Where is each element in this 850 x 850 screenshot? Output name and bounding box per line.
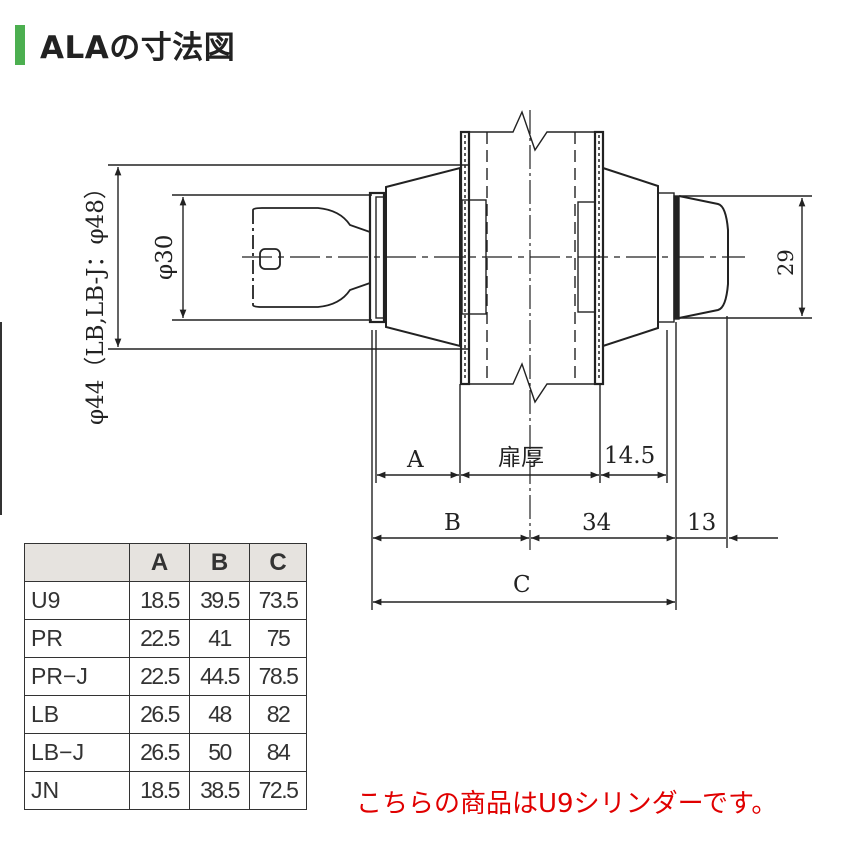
cell-c: 84 xyxy=(249,733,307,772)
page-title: ALAの寸法図 xyxy=(40,30,236,66)
cell-a: 18.5 xyxy=(129,771,190,810)
row-model: U9 xyxy=(24,581,130,620)
table-row: LB−J 26.5 50 84 xyxy=(24,733,307,772)
label-inner-diameter: φ30 xyxy=(152,235,178,280)
cell-a: 22.5 xyxy=(129,619,190,658)
table-header-c: C xyxy=(249,543,307,582)
label-dim-14-5: 14.5 xyxy=(604,443,655,469)
label-dim-b: B xyxy=(444,510,461,536)
cell-b: 48 xyxy=(189,695,250,734)
table-header-row: A B C xyxy=(24,543,307,582)
cell-a: 22.5 xyxy=(129,657,190,696)
left-divider xyxy=(0,322,2,515)
dimension-drawing: φ44（LB,LB-J：φ48） φ30 29 A 扉厚 14.5 B 34 1… xyxy=(83,110,812,610)
table-header-b: B xyxy=(189,543,250,582)
row-model: PR xyxy=(24,619,130,658)
table-row: U9 18.5 39.5 73.5 xyxy=(24,581,307,620)
label-knob-height: 29 xyxy=(774,249,798,276)
table-row: JN 18.5 38.5 72.5 xyxy=(24,771,307,810)
cell-c: 82 xyxy=(249,695,307,734)
cell-b: 38.5 xyxy=(189,771,250,810)
product-note: こちらの商品はU9シリンダーです。 xyxy=(356,789,778,819)
label-outer-diameter: φ44（LB,LB-J：φ48） xyxy=(83,176,109,425)
cell-c: 78.5 xyxy=(249,657,307,696)
label-dim-c: C xyxy=(513,572,531,598)
label-dim-a: A xyxy=(406,447,424,473)
cell-a: 26.5 xyxy=(129,733,190,772)
cell-b: 41 xyxy=(189,619,250,658)
cell-c: 73.5 xyxy=(249,581,307,620)
label-door-thickness: 扉厚 xyxy=(498,445,544,471)
cell-b: 39.5 xyxy=(189,581,250,620)
dimensions-table: A B C U9 18.5 39.5 73.5 PR 22.5 41 75 PR… xyxy=(24,543,307,810)
cell-a: 26.5 xyxy=(129,695,190,734)
label-dim-34: 34 xyxy=(582,510,611,536)
cell-c: 72.5 xyxy=(249,771,307,810)
cell-a: 18.5 xyxy=(129,581,190,620)
row-model: JN xyxy=(24,771,130,810)
cell-c: 75 xyxy=(249,619,307,658)
cell-b: 50 xyxy=(189,733,250,772)
table-row: LB 26.5 48 82 xyxy=(24,695,307,734)
table-row: PR−J 22.5 44.5 78.5 xyxy=(24,657,307,696)
row-model: PR−J xyxy=(24,657,130,696)
title-accent-bar xyxy=(15,25,25,65)
table-header-a: A xyxy=(129,543,190,582)
cell-b: 44.5 xyxy=(189,657,250,696)
row-model: LB−J xyxy=(24,733,130,772)
row-model: LB xyxy=(24,695,130,734)
table-row: PR 22.5 41 75 xyxy=(24,619,307,658)
table-header-blank xyxy=(24,543,130,582)
label-dim-13: 13 xyxy=(687,510,716,536)
